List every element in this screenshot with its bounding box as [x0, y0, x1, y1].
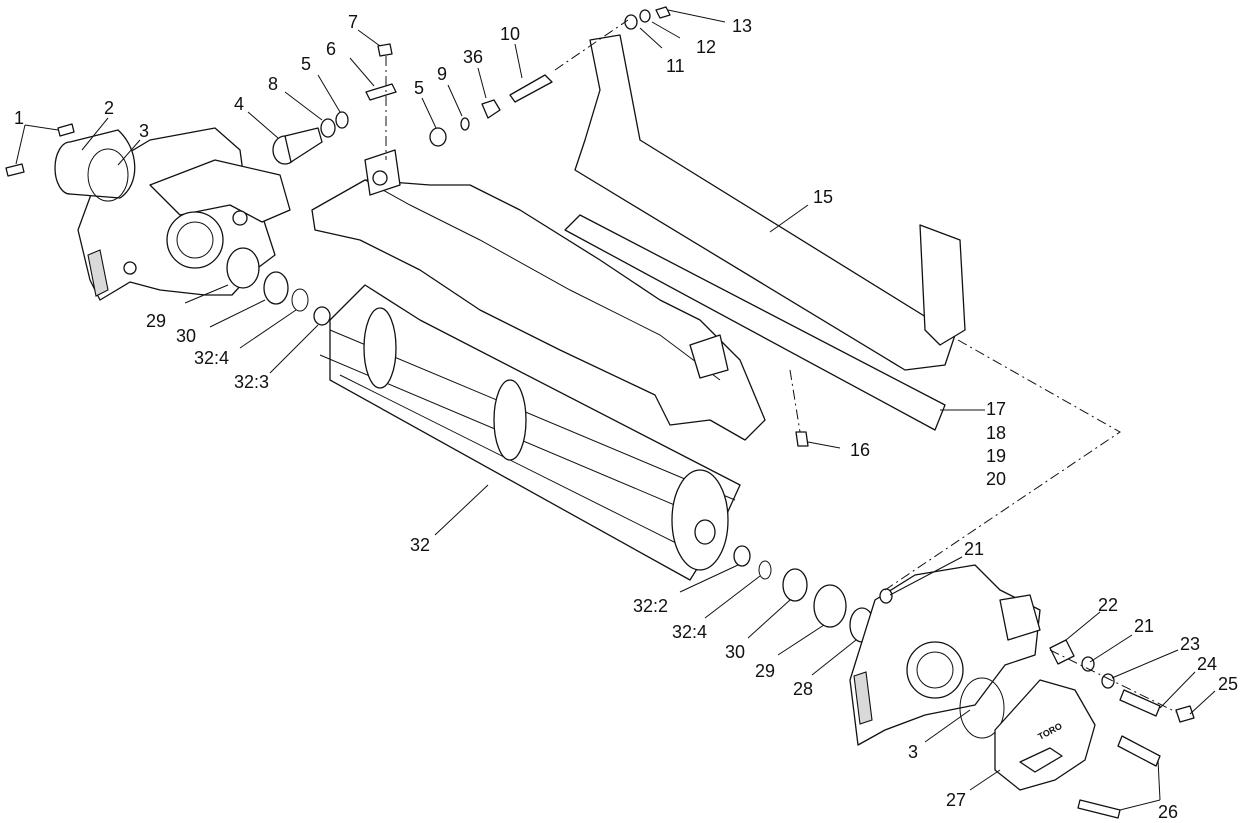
washer-21b [1081, 656, 1095, 672]
bushing-5b [429, 127, 447, 147]
callout-1: 1 [14, 108, 24, 128]
screw-26b [1077, 799, 1121, 819]
callout-17: 17 [986, 399, 1006, 419]
callout-11: 11 [666, 56, 685, 76]
callout-7: 7 [348, 12, 358, 32]
callout-30: 30 [176, 326, 196, 346]
callout-13: 13 [732, 16, 752, 36]
bedbar-15 [574, 34, 966, 371]
bushing-5a [335, 111, 349, 129]
nut-36 [481, 99, 501, 119]
callout-12: 12 [696, 37, 716, 57]
spacer-22 [1049, 639, 1075, 665]
nut-32-3 [313, 306, 331, 326]
callout-26: 26 [1158, 802, 1178, 822]
callout-24: 24 [1197, 654, 1217, 674]
callout-29: 29 [146, 311, 166, 331]
callout-4: 4 [234, 94, 244, 114]
callout-28: 28 [793, 679, 813, 699]
reel-gear-4 [272, 127, 323, 165]
ring-32-4-right [758, 560, 772, 580]
callout-20: 20 [986, 469, 1006, 489]
bushing-32-2 [733, 545, 751, 567]
right-side-plate [849, 564, 1041, 746]
callout-8: 8 [268, 74, 278, 94]
callout-27: 27 [946, 790, 966, 810]
leader-lines [15, 9, 1216, 811]
washer-9 [460, 117, 470, 131]
callout-10: 10 [500, 24, 520, 44]
screws-1 [5, 123, 75, 177]
assembly-line-upper [554, 19, 629, 71]
callout-labels: 1 2 3 4 5 5 6 7 8 9 10 36 11 12 13 15 16… [14, 12, 1238, 822]
callout-5: 5 [301, 54, 311, 74]
callout-32-4: 32:4 [194, 348, 229, 368]
callout-18: 18 [986, 423, 1006, 443]
callout-32-4: 32:4 [672, 622, 707, 642]
washer-stack-11-13 [624, 6, 671, 30]
bedknife-17 [564, 214, 946, 431]
stud-10 [509, 74, 553, 103]
callout-9: 9 [437, 64, 447, 84]
callout-29: 29 [755, 661, 775, 681]
callout-30: 30 [725, 642, 745, 662]
reel-cover-27: TORO [994, 679, 1096, 791]
callout-15: 15 [813, 187, 833, 207]
seal-30-left [263, 271, 289, 305]
assembly-line-hardware [1049, 649, 1177, 713]
callout-6: 6 [326, 39, 336, 59]
callout-21: 21 [1134, 616, 1154, 636]
screw-26a [1117, 735, 1161, 767]
callout-21: 21 [964, 539, 984, 559]
o-ring-3-right [959, 677, 1005, 739]
callout-3: 3 [908, 742, 918, 762]
assembly-line-right [884, 339, 1121, 591]
bearing-8 [320, 118, 336, 138]
callout-36: 36 [463, 47, 483, 67]
callout-25: 25 [1218, 674, 1238, 694]
callout-22: 22 [1098, 595, 1118, 615]
screw-7 [377, 43, 393, 57]
seal-30-right [782, 568, 808, 602]
reel-assembly-32 [319, 284, 741, 581]
washer-21a [879, 588, 893, 604]
bearing-29-right [813, 584, 847, 628]
callout-32: 32 [410, 535, 430, 555]
callout-32-2: 32:2 [633, 596, 668, 616]
callout-32-3: 32:3 [234, 372, 269, 392]
bearing-29-left [226, 247, 260, 289]
callout-16: 16 [850, 440, 870, 460]
callout-19: 19 [986, 446, 1006, 466]
cutting-unit-frame [311, 149, 766, 441]
ring-32-4-left [291, 288, 309, 312]
callout-2: 2 [104, 98, 114, 118]
bracket-6 [365, 83, 397, 101]
screw-16 [795, 431, 809, 447]
nut-25 [1175, 705, 1195, 723]
o-ring-3 [87, 148, 129, 202]
screw-24 [1119, 689, 1161, 717]
assembly-line-screw16 [789, 369, 801, 433]
callout-3: 3 [139, 121, 149, 141]
callout-5: 5 [414, 78, 424, 98]
shroud-cup-2 [54, 129, 136, 199]
callout-23: 23 [1180, 634, 1200, 654]
